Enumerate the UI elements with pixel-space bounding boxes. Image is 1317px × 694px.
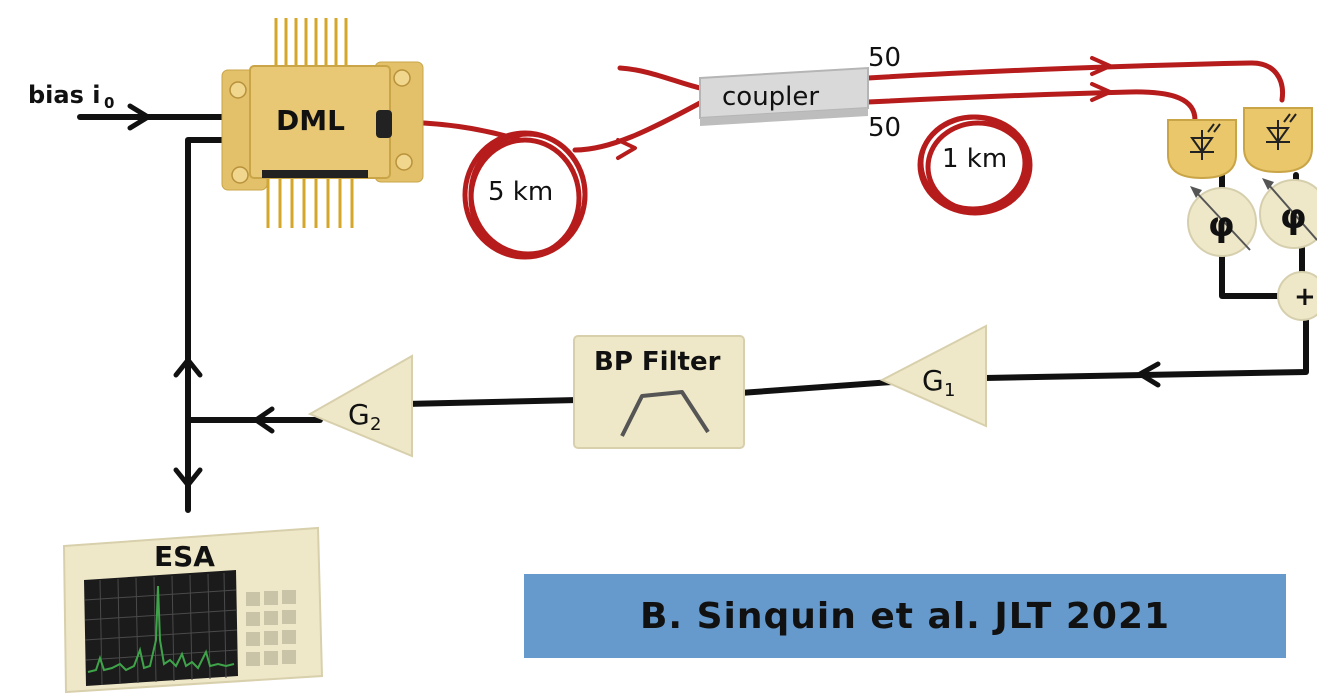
fiber-5km-label: 5 km [488,177,553,207]
phase-shifter-2: φ [1259,178,1317,249]
photodiode-2 [1243,107,1313,174]
esa-spectrum-trace [87,585,235,673]
pd1-wire [1219,252,1288,299]
amplifier-g2: G 2 [307,354,413,458]
bias-label: bias i [28,81,100,109]
esa-keypad [246,590,296,666]
reference-banner: B. Sinquin et al. JLT 2021 [524,574,1286,658]
esa-label: ESA [154,540,215,573]
summation-node: + [1277,271,1317,321]
g2-left-arrow [253,406,275,434]
dml-pin-header [262,170,368,178]
esa-screen [84,570,238,686]
sum-left-arrow [1137,361,1161,388]
spool-1km-loop-c [918,114,1028,212]
reference-text: B. Sinquin et al. JLT 2021 [639,595,1171,637]
fiber-output-bottom [865,89,1198,123]
photodiode-2-icon [1266,113,1297,150]
optical-fibers [387,60,1286,260]
dml-screws [229,69,413,184]
dml-module: DML [221,18,424,228]
g1-subscript: 1 [944,380,955,401]
dml-label: DML [276,104,345,137]
bp-filter: BP Filter [573,335,745,449]
phase-shifter-1-arrow [1195,191,1251,251]
phase-shifter-1-arrowhead [1190,186,1202,198]
phase-shifter-2-arrow [1267,183,1317,241]
photodiode-1 [1167,119,1237,180]
spool-5km-loop-c [468,131,588,257]
phase-shifter-1-label: φ [1208,205,1235,245]
filter-output-wire [402,397,581,407]
fiber-arrow-top [1090,56,1112,76]
sum-output-wire [982,317,1309,381]
amplifier-g1: G 1 [879,324,987,428]
fiber-output-top [865,60,1286,103]
esa-down-arrow [173,467,203,488]
g2-subscript: 2 [370,414,381,435]
photodiode-1-icon [1190,123,1221,160]
dml-bottom-pins [266,170,354,228]
g1-label: G [922,364,944,397]
fiber-1km-label: 1 km [942,144,1007,174]
esa-instrument: ESA [62,526,324,694]
filter-passband-icon [620,390,710,437]
g2-label: G [348,398,370,431]
feedback-up-arrow [173,357,203,378]
feedback-wire [185,137,248,513]
dml-output-connector [376,110,392,138]
sum-label: + [1294,282,1316,312]
coupler-component: coupler [699,66,869,126]
g1-output-wire [737,379,895,396]
phase-shifter-2-arrowhead [1262,178,1274,190]
fiber-arrow-to-coupler [616,138,637,160]
dml-top-pins [274,18,348,70]
bias-subscript: 0 [104,94,114,112]
phase-shifter-1: φ [1187,186,1257,257]
split-ratio-top: 50 [868,43,901,73]
fiber-arrow-bottom [1090,82,1112,102]
phase-shifter-2-label: φ [1280,197,1307,237]
bias-arrow [127,103,151,131]
fiber-coupler-unused [617,65,703,91]
fiber-arrowheads [616,56,1112,160]
split-ratio-bottom: 50 [868,113,901,143]
fiber-to-coupler [572,100,703,153]
bp-filter-label: BP Filter [594,347,721,377]
coupler-label: coupler [722,82,819,112]
wire-arrowheads [127,103,1161,488]
